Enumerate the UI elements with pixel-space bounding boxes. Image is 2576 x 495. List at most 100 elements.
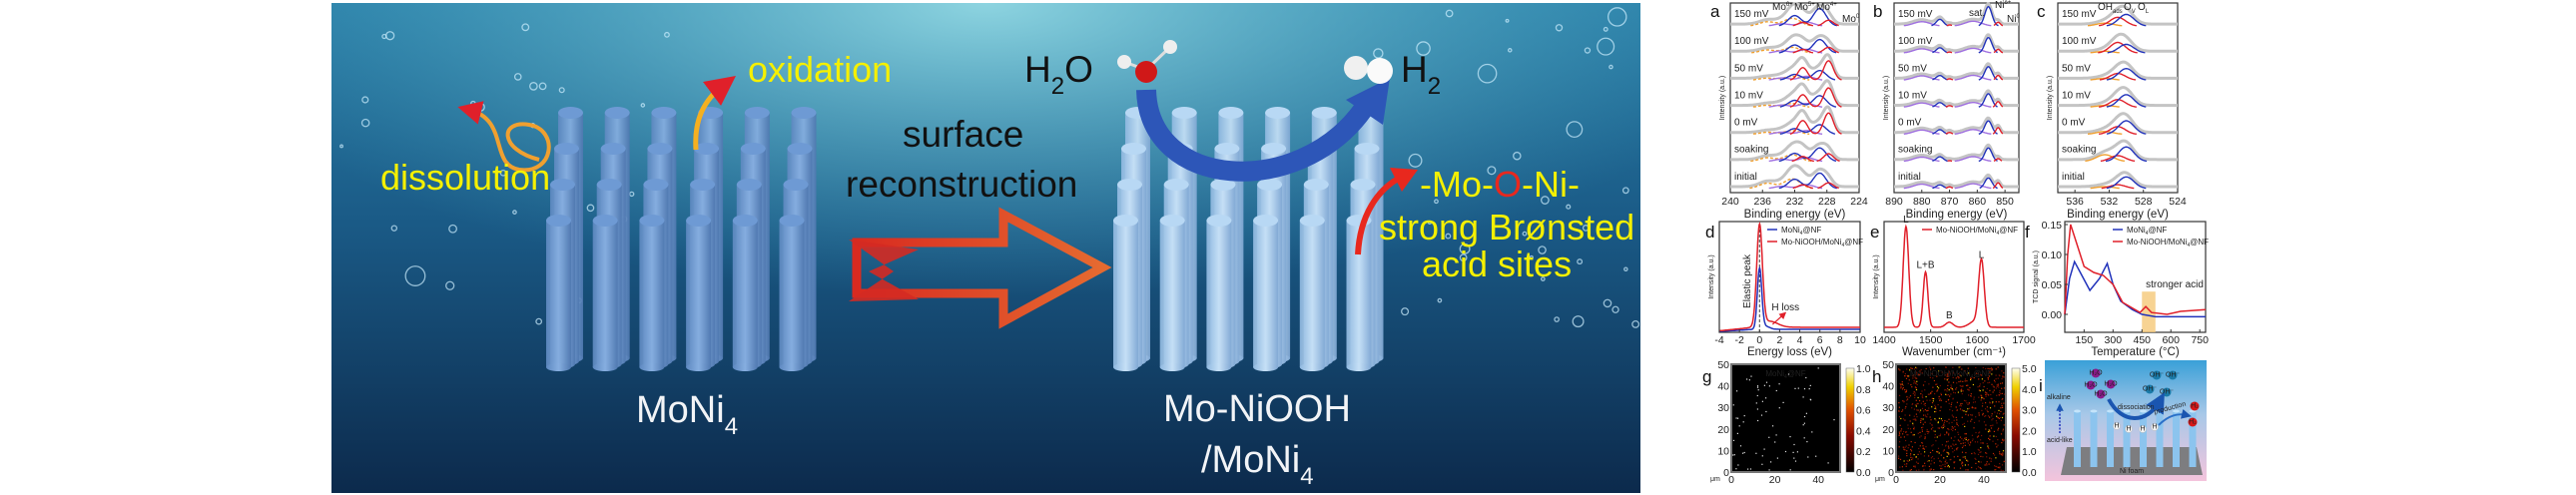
heatmap-pixel	[1997, 444, 1999, 446]
heatmap-pixel	[1974, 457, 1976, 459]
heatmap-pixel	[1940, 465, 1942, 467]
x-tick-label: 224	[1850, 196, 1868, 208]
heatmap-pixel	[1920, 419, 1922, 422]
heatmap-pixel	[1902, 400, 1904, 402]
nanorod-top	[1206, 215, 1232, 227]
heatmap-pixel	[2002, 453, 2004, 455]
heatmap-pixel	[1919, 445, 1921, 447]
x-tick-label: 236	[1753, 196, 1771, 208]
water-molecule-icon	[2096, 389, 2106, 399]
bubble	[448, 224, 457, 234]
heatmap-pixel	[1977, 435, 1980, 437]
heatmap-pixel	[1944, 374, 1947, 376]
heatmap-pixel	[1952, 443, 1954, 445]
heatmap-pixel	[1952, 381, 1955, 383]
component-line-Ni0	[1946, 21, 2004, 27]
legend-entry: Mo-NiOOH/MoNi4@NF	[1781, 238, 1863, 248]
heatmap-pixel	[1915, 382, 1917, 384]
heatmap-pixel	[1969, 414, 1972, 416]
nanorod-top	[550, 179, 575, 191]
heatmap-pixel	[1943, 449, 1945, 451]
y-tick-label: 0.05	[2042, 279, 2063, 291]
heatmap-pixel	[1962, 380, 1964, 382]
heatmap-pixel	[1940, 454, 1942, 456]
heatmap-pixel	[1909, 454, 1912, 456]
heatmap-pixel	[1944, 420, 1946, 422]
heatmap-pixel	[1953, 372, 1955, 374]
h-loss-arrow-icon	[1771, 311, 1787, 325]
y-tick-label: 50	[1717, 359, 1729, 371]
peak-label: OHads	[2098, 2, 2123, 15]
heatmap-pixel	[2002, 452, 2004, 454]
heatmap-pixel	[1959, 459, 1961, 461]
heatmap-pixel	[1960, 405, 1962, 407]
hydrogen-molecule-icon	[2190, 401, 2200, 411]
heatmap-pixel	[1967, 403, 1969, 405]
h2-label: H₂	[2191, 403, 2199, 410]
heatmap-pixel	[1947, 452, 1949, 454]
colorbar	[1845, 367, 1855, 473]
row-label: soaking	[1898, 145, 1932, 156]
heatmap-pixel	[1910, 469, 1912, 471]
heatmap-pixel	[1735, 417, 1737, 419]
heatmap-pixel	[1938, 417, 1940, 419]
envelope-line-150mV	[1894, 2, 2019, 26]
heatmap-pixel	[1966, 459, 1968, 461]
heatmap-pixel	[1949, 408, 1951, 411]
graphical-abstract: dissolution oxidation surface reconstruc…	[331, 3, 1640, 493]
mo-o-ni-bond-label: -Mo-O-Ni-	[1420, 164, 1580, 205]
heatmap-pixel	[1930, 419, 1932, 421]
heatmap-pixel	[2000, 382, 2002, 384]
heatmap-pixel	[1939, 435, 1941, 437]
component-line-Niδ+	[1932, 66, 1998, 81]
heatmap-pixel	[1947, 373, 1949, 375]
heatmap-pixel	[1947, 387, 1949, 390]
bubble	[640, 103, 646, 108]
heatmap-pixel	[1909, 428, 1912, 430]
heatmap-pixel	[1749, 468, 1752, 470]
heatmap-pixel	[1967, 408, 1969, 410]
heatmap-pixel	[1925, 446, 1927, 448]
heatmap-pixel	[1961, 463, 1963, 465]
component-line-OL	[2106, 13, 2147, 27]
heatmap-pixel	[1909, 420, 1911, 422]
heatmap-pixel	[1989, 389, 1991, 391]
heatmap-pixel	[1929, 416, 1931, 418]
heatmap-pixel	[1947, 428, 1949, 430]
y-tick-label: 30	[1717, 402, 1729, 414]
heatmap-pixel	[1904, 463, 1906, 465]
axis-unit-label: μm	[1875, 476, 1885, 483]
nanorod-top	[604, 107, 630, 119]
component-line-Ni0	[1946, 48, 2004, 54]
heatmap-pixel	[1987, 393, 1989, 395]
x-tick-label: -4	[1714, 334, 1723, 346]
heatmap-pixel	[1930, 368, 1932, 370]
heatmap-pixel	[1984, 464, 1986, 466]
bubble	[361, 96, 369, 104]
heatmap-pixel	[1915, 413, 1917, 415]
heatmap-pixel	[1902, 433, 1904, 435]
row-label: 50 mV	[2062, 63, 2091, 74]
heatmap-pixel	[1999, 390, 2001, 392]
heatmap-pixel	[1959, 374, 1961, 376]
bubble	[1529, 254, 1534, 259]
heatmap-pixel	[1961, 446, 1964, 449]
heatmap-pixel	[1970, 395, 1972, 397]
x-tick-label: 1500	[1919, 334, 1943, 346]
h-loss-label: H loss	[1771, 302, 1799, 313]
component-line-Mo4+	[1778, 7, 1838, 27]
heatmap-pixel	[1965, 437, 1967, 439]
heatmap-pixel	[1947, 375, 1949, 377]
heatmap-pixel	[1962, 456, 1964, 458]
heatmap-pixel	[1951, 386, 1953, 388]
heatmap-pixel	[1974, 441, 1976, 443]
hydrogen-label: H	[2126, 426, 2131, 433]
heatmap-pixel	[1977, 441, 1979, 443]
heatmap-pixel	[2001, 378, 2003, 380]
peak-label: Mo6+	[1772, 2, 1793, 13]
heatmap-pixel	[1937, 389, 1939, 391]
heatmap-pixel	[1915, 387, 1917, 389]
heatmap-pixel	[1898, 446, 1900, 448]
heatmap-pixel	[1985, 452, 1987, 454]
